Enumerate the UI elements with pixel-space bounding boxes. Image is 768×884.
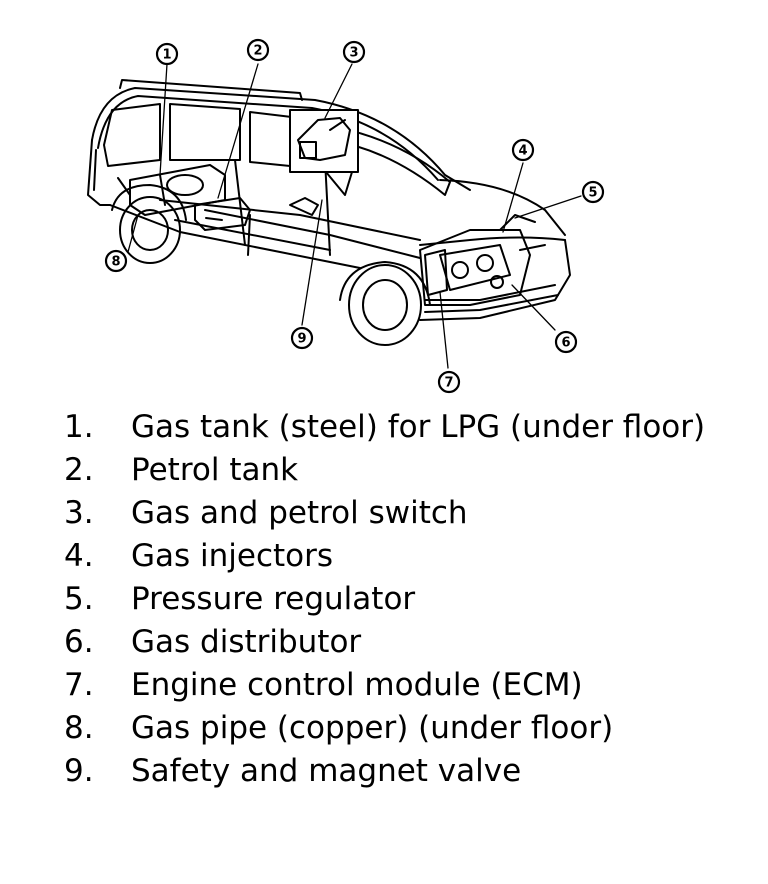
legend-item: 8. Gas pipe (copper) (under floor) (64, 707, 754, 750)
callout-1: 1 (155, 42, 179, 66)
leader-lines (127, 63, 582, 369)
callout-8: 8 (104, 249, 128, 273)
callout-number: 2 (253, 44, 262, 59)
callout-number: 3 (349, 46, 358, 61)
callout-circle (246, 38, 270, 62)
callout-circle (581, 180, 605, 204)
legend-text: Gas injectors (131, 538, 334, 574)
callout-5: 5 (581, 180, 605, 204)
legend-list: 1. Gas tank (steel) for LPG (under floor… (64, 406, 754, 793)
legend-number: 7. (64, 667, 94, 703)
callout-number: 9 (297, 332, 306, 347)
legend-text: Gas distributor (131, 624, 362, 660)
legend-text: Safety and magnet valve (131, 753, 522, 789)
switch-inset (289, 109, 359, 196)
front-wheel (339, 261, 431, 346)
callout-circle (511, 138, 535, 162)
legend-text: Gas and petrol switch (131, 495, 468, 531)
callout-3: 3 (342, 40, 366, 64)
legend-text: Gas pipe (copper) (under floor) (131, 710, 614, 746)
legend-number: 5. (64, 581, 94, 617)
legend-number: 3. (64, 495, 94, 531)
legend-item: 4. Gas injectors (64, 535, 754, 578)
callout-4: 4 (511, 138, 535, 162)
callout-circle (437, 370, 461, 394)
callout-circle (290, 326, 314, 350)
legend-item: 7. Engine control module (ECM) (64, 664, 754, 707)
callout-2: 2 (246, 38, 270, 62)
callout-circle (342, 40, 366, 64)
callout-markers: 1 2 3 4 5 6 7 8 9 (104, 38, 605, 394)
vehicle-diagram: 1 2 3 4 5 6 7 8 9 (87, 38, 605, 394)
legend-item: 5. Pressure regulator (64, 578, 754, 621)
legend-text: Petrol tank (131, 452, 299, 488)
callout-6: 6 (554, 330, 578, 354)
callout-number: 1 (162, 48, 171, 63)
callout-circle (155, 42, 179, 66)
callout-number: 7 (444, 376, 453, 391)
callout-9: 9 (290, 326, 314, 350)
callout-number: 8 (111, 255, 120, 270)
legend-text: Gas tank (steel) for LPG (under floor) (131, 409, 706, 445)
legend-item: 3. Gas and petrol switch (64, 492, 754, 535)
callout-circle (554, 330, 578, 354)
legend-number: 6. (64, 624, 94, 660)
legend-item: 6. Gas distributor (64, 621, 754, 664)
legend-number: 8. (64, 710, 94, 746)
callout-number: 4 (518, 144, 527, 159)
callout-number: 5 (588, 186, 597, 201)
rear-wheel (111, 184, 187, 264)
callout-7: 7 (437, 370, 461, 394)
gas-pipe-line (117, 177, 421, 259)
legend-item: 9. Safety and magnet valve (64, 750, 754, 793)
ecm-box (424, 249, 448, 296)
gas-tank-component (129, 164, 226, 216)
legend-number: 4. (64, 538, 94, 574)
legend-text: Pressure regulator (131, 581, 416, 617)
legend-number: 1. (64, 409, 94, 445)
petrol-tank-component (194, 197, 251, 231)
legend-item: 2. Petrol tank (64, 449, 754, 492)
legend-number: 2. (64, 452, 94, 488)
callout-circle (104, 249, 128, 273)
legend-number: 9. (64, 753, 94, 789)
legend-text: Engine control module (ECM) (131, 667, 583, 703)
legend-item: 1. Gas tank (steel) for LPG (under floor… (64, 406, 754, 449)
callout-number: 6 (561, 336, 570, 351)
